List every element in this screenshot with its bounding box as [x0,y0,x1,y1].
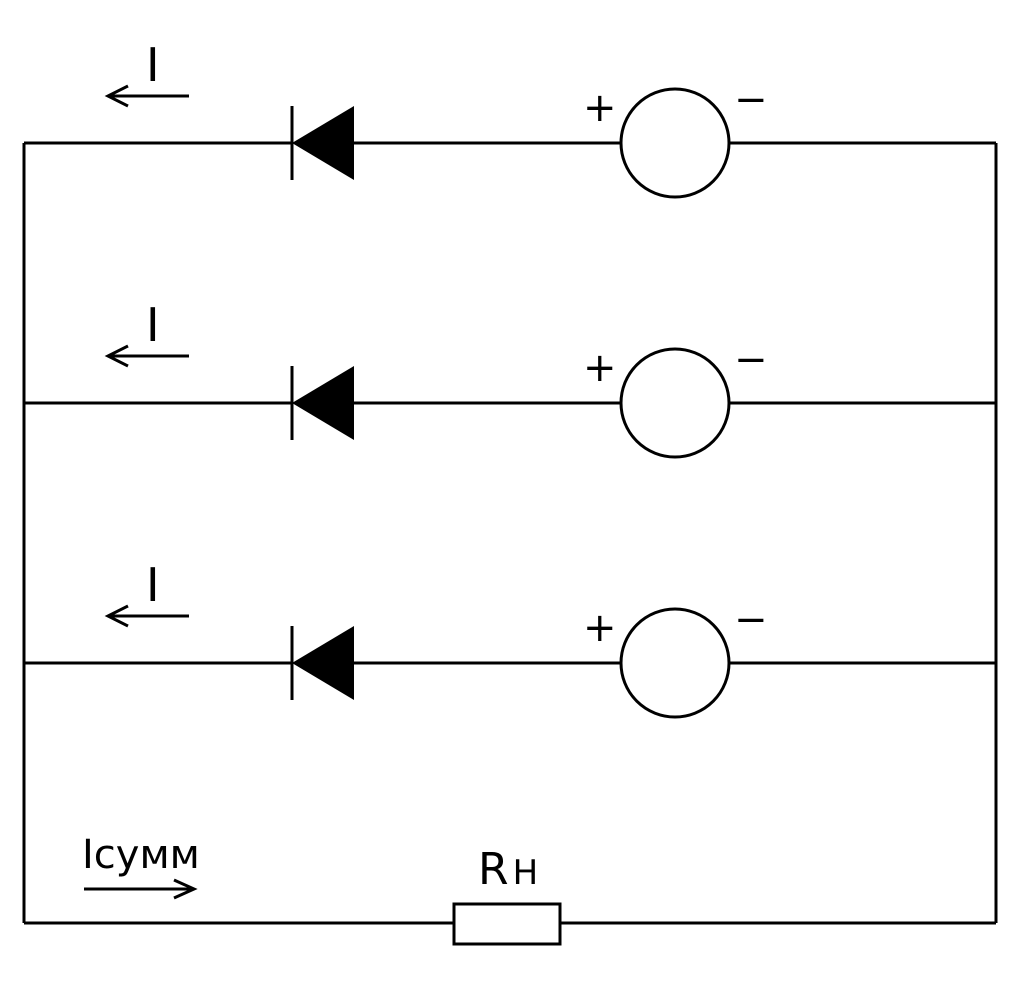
minus-sign: − [734,337,768,383]
plus-sign: + [583,345,617,391]
diode-icon [290,626,354,700]
voltage-source-icon [619,347,731,459]
minus-sign: − [734,77,768,123]
current-arrow-left-icon [104,604,189,628]
diode-icon [290,366,354,440]
current-arrow-left-icon [104,84,189,108]
current-arrow-left-icon [104,344,189,368]
total-current-arrow-icon [84,878,198,900]
diode-icon [290,106,354,180]
voltage-source-icon [619,87,731,199]
load-resistor [452,902,562,946]
branch-current-label: I [146,298,160,352]
minus-sign: − [734,597,768,643]
plus-sign: + [583,85,617,131]
branch-2: + − I [24,298,996,459]
branch-1: + − I [24,38,996,199]
branch-current-label: I [146,38,160,92]
branch-3: + − I [24,558,996,719]
total-current-label: Iсумм [82,832,200,878]
voltage-source-icon [619,607,731,719]
branch-current-label: I [146,558,160,612]
plus-sign: + [583,605,617,651]
